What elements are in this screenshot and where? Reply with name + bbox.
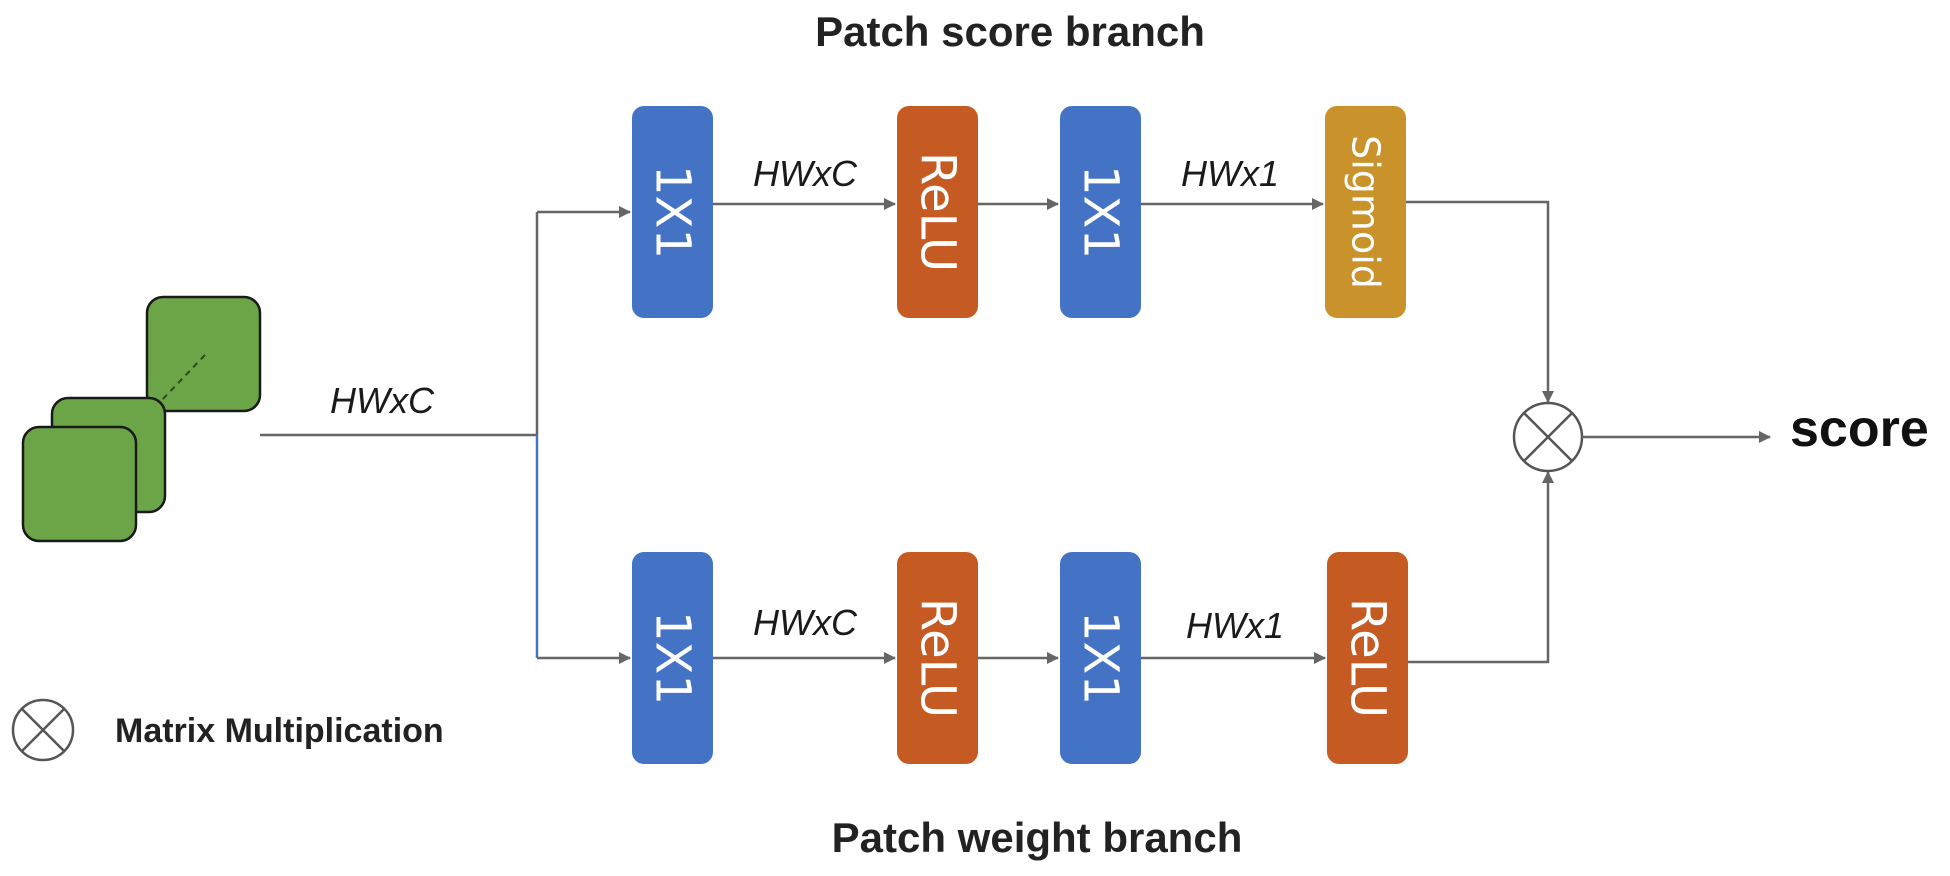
feature-map-stack-icon <box>21 295 262 543</box>
top-dim1-label: HWxC <box>753 153 858 194</box>
input-dim-label: HWxC <box>330 380 435 421</box>
bottom-conv1-block: 1X1 <box>632 552 713 764</box>
arrow-sigmoid-to-multiply <box>1406 200 1554 403</box>
arrow-relu2-to-multiply <box>1408 471 1554 664</box>
bottom-conv2-block: 1X1 <box>1060 552 1141 764</box>
bottom-dim2-label: HWx1 <box>1186 605 1284 646</box>
multiply-icon <box>1512 401 1584 473</box>
top-conv2-label: 1X1 <box>1073 165 1129 259</box>
legend-label: Matrix Multiplication <box>115 712 444 750</box>
bottom-conv2-label: 1X1 <box>1073 611 1129 705</box>
legend-multiply-icon <box>11 698 75 762</box>
top-conv1-label: 1X1 <box>645 165 701 259</box>
sigmoid-label: Sigmoid <box>1344 135 1388 289</box>
top-relu-block: ReLU <box>897 106 978 318</box>
bottom-relu2-label: ReLU <box>1340 598 1396 718</box>
score-label: score <box>1790 400 1929 458</box>
sigmoid-block: Sigmoid <box>1325 106 1406 318</box>
bottom-relu-label: ReLU <box>910 598 966 718</box>
bottom-dim1-label: HWxC <box>753 602 858 643</box>
bottom-branch-title: Patch weight branch <box>832 814 1243 861</box>
top-relu-label: ReLU <box>910 152 966 272</box>
bottom-conv1-label: 1X1 <box>645 611 701 705</box>
top-conv1-block: 1X1 <box>632 106 713 318</box>
top-conv2-block: 1X1 <box>1060 106 1141 318</box>
top-branch-title: Patch score branch <box>815 8 1205 55</box>
bottom-relu2-block: ReLU <box>1327 552 1408 764</box>
bottom-relu-block: ReLU <box>897 552 978 764</box>
top-dim2-label: HWx1 <box>1181 153 1279 194</box>
